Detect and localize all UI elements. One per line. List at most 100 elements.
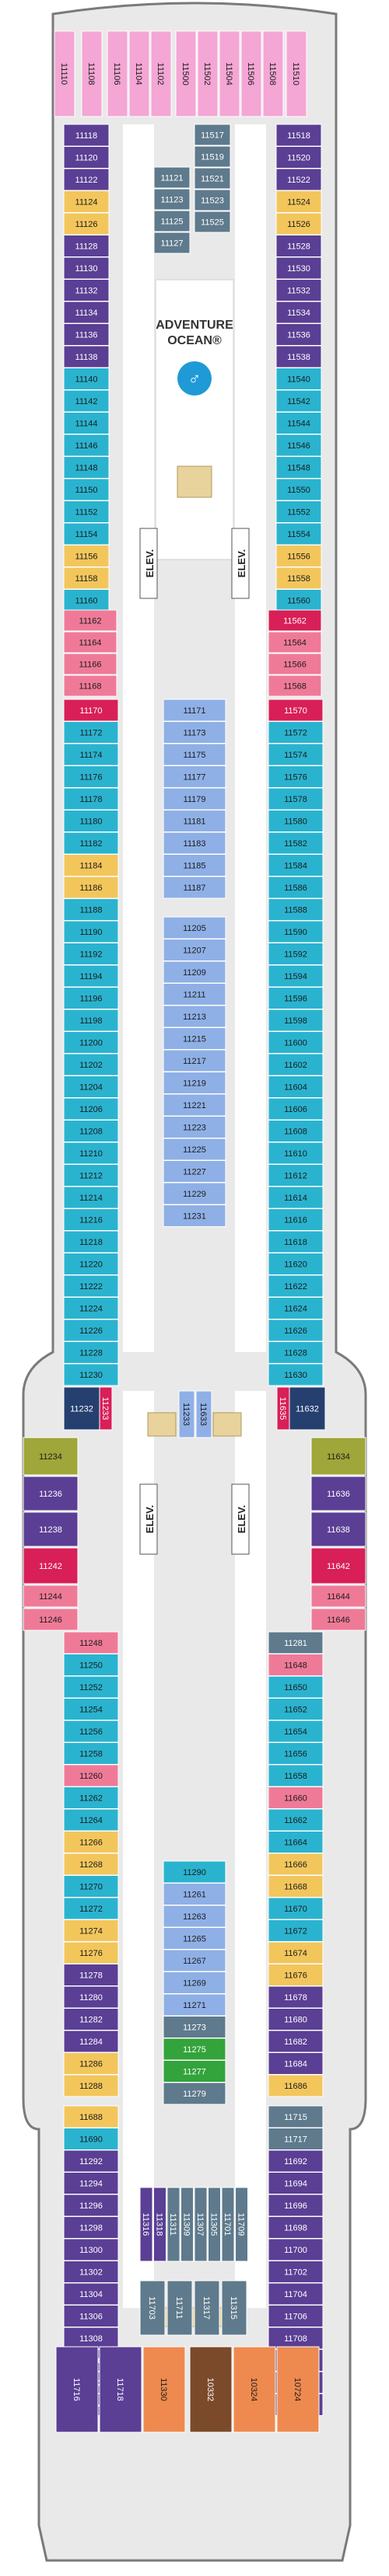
cabin-11269[interactable]: 11269 xyxy=(163,1971,226,1994)
cabin-11234[interactable]: 11234 xyxy=(23,1437,79,1476)
cabin-11690[interactable]: 11690 xyxy=(63,2128,119,2150)
cabin-11110[interactable]: 11110 xyxy=(54,30,75,117)
cabin-11230[interactable]: 11230 xyxy=(63,1363,119,1386)
cabin-11212[interactable]: 11212 xyxy=(63,1164,119,1187)
cabin-11171[interactable]: 11171 xyxy=(163,699,226,722)
cabin-11517[interactable]: 11517 xyxy=(194,124,231,146)
cabin-11634[interactable]: 11634 xyxy=(310,1437,366,1476)
cabin-11182[interactable]: 11182 xyxy=(63,831,119,855)
cabin-11231[interactable]: 11231 xyxy=(163,1204,226,1227)
cabin-11305[interactable]: 11305 xyxy=(208,2187,221,2262)
cabin-11250[interactable]: 11250 xyxy=(63,1654,119,1676)
cabin-11242[interactable]: 11242 xyxy=(23,1547,79,1584)
cabin-11584[interactable]: 11584 xyxy=(268,854,324,877)
cabin-11316[interactable]: 11316 xyxy=(139,2187,153,2262)
cabin-11548[interactable]: 11548 xyxy=(275,456,322,479)
cabin-11140[interactable]: 11140 xyxy=(63,368,110,390)
cabin-11696[interactable]: 11696 xyxy=(268,2194,324,2217)
cabin-11123[interactable]: 11123 xyxy=(153,188,191,211)
cabin-11622[interactable]: 11622 xyxy=(268,1274,324,1298)
cabin-11183[interactable]: 11183 xyxy=(163,831,226,855)
cabin-11184[interactable]: 11184 xyxy=(63,854,119,877)
cabin-11216[interactable]: 11216 xyxy=(63,1208,119,1231)
cabin-11684[interactable]: 11684 xyxy=(268,2052,324,2075)
cabin-11266[interactable]: 11266 xyxy=(63,1831,119,1853)
cabin-11698[interactable]: 11698 xyxy=(268,2216,324,2239)
cabin-11648[interactable]: 11648 xyxy=(268,1654,324,1676)
cabin-11294[interactable]: 11294 xyxy=(63,2172,119,2194)
cabin-11130[interactable]: 11130 xyxy=(63,256,110,280)
cabin-11204[interactable]: 11204 xyxy=(63,1075,119,1098)
cabin-11635[interactable]: 11635 xyxy=(276,1386,290,1431)
cabin-11686[interactable]: 11686 xyxy=(268,2074,324,2097)
cabin-11716[interactable]: 11716 xyxy=(55,2346,99,2433)
cabin-11232[interactable]: 11232 xyxy=(63,1386,100,1431)
cabin-11658[interactable]: 11658 xyxy=(268,1764,324,1787)
cabin-11138[interactable]: 11138 xyxy=(63,345,110,368)
cabin-11604[interactable]: 11604 xyxy=(268,1075,324,1098)
cabin-11106[interactable]: 11106 xyxy=(107,30,128,117)
cabin-11518[interactable]: 11518 xyxy=(275,124,322,147)
cabin-11196[interactable]: 11196 xyxy=(63,987,119,1009)
cabin-11558[interactable]: 11558 xyxy=(275,566,322,590)
cabin-11298[interactable]: 11298 xyxy=(63,2216,119,2239)
cabin-11308[interactable]: 11308 xyxy=(63,2327,119,2350)
cabin-11274[interactable]: 11274 xyxy=(63,1919,119,1942)
cabin-11307[interactable]: 11307 xyxy=(194,2187,208,2262)
cabin-11633[interactable]: 11633 xyxy=(195,1390,212,1438)
cabin-11172[interactable]: 11172 xyxy=(63,721,119,744)
cabin-11578[interactable]: 11578 xyxy=(268,787,324,810)
cabin-11642[interactable]: 11642 xyxy=(310,1547,366,1584)
cabin-11181[interactable]: 11181 xyxy=(163,810,226,832)
cabin-11656[interactable]: 11656 xyxy=(268,1742,324,1765)
cabin-11608[interactable]: 11608 xyxy=(268,1120,324,1142)
cabin-11668[interactable]: 11668 xyxy=(268,1875,324,1898)
cabin-11666[interactable]: 11666 xyxy=(268,1853,324,1876)
cabin-11211[interactable]: 11211 xyxy=(163,983,226,1006)
cabin-11264[interactable]: 11264 xyxy=(63,1808,119,1832)
cabin-11288[interactable]: 11288 xyxy=(63,2074,119,2097)
cabin-11248[interactable]: 11248 xyxy=(63,1631,119,1654)
cabin-11672[interactable]: 11672 xyxy=(268,1919,324,1942)
cabin-11238[interactable]: 11238 xyxy=(23,1511,79,1547)
cabin-11508[interactable]: 11508 xyxy=(262,30,284,117)
cabin-11510[interactable]: 11510 xyxy=(286,30,307,117)
cabin-11542[interactable]: 11542 xyxy=(275,389,322,413)
cabin-11554[interactable]: 11554 xyxy=(275,522,322,546)
cabin-11704[interactable]: 11704 xyxy=(268,2282,324,2306)
cabin-11187[interactable]: 11187 xyxy=(163,876,226,899)
cabin-11164[interactable]: 11164 xyxy=(63,631,117,654)
cabin-11506[interactable]: 11506 xyxy=(240,30,262,117)
cabin-11526[interactable]: 11526 xyxy=(275,212,322,235)
cabin-11628[interactable]: 11628 xyxy=(268,1341,324,1364)
cabin-11630[interactable]: 11630 xyxy=(268,1363,324,1386)
cabin-11520[interactable]: 11520 xyxy=(275,146,322,169)
cabin-11300[interactable]: 11300 xyxy=(63,2238,119,2261)
cabin-11717[interactable]: 11717 xyxy=(268,2128,324,2150)
cabin-11174[interactable]: 11174 xyxy=(63,743,119,766)
cabin-11218[interactable]: 11218 xyxy=(63,1230,119,1253)
cabin-11500[interactable]: 11500 xyxy=(175,30,197,117)
cabin-11122[interactable]: 11122 xyxy=(63,168,110,191)
cabin-11282[interactable]: 11282 xyxy=(63,2008,119,2030)
cabin-11702[interactable]: 11702 xyxy=(268,2261,324,2283)
cabin-11678[interactable]: 11678 xyxy=(268,1985,324,2009)
cabin-11265[interactable]: 11265 xyxy=(163,1927,226,1950)
cabin-11224[interactable]: 11224 xyxy=(63,1297,119,1319)
cabin-11624[interactable]: 11624 xyxy=(268,1297,324,1319)
cabin-11523[interactable]: 11523 xyxy=(194,189,231,211)
cabin-11254[interactable]: 11254 xyxy=(63,1698,119,1720)
cabin-11703[interactable]: 11703 xyxy=(139,2280,166,2336)
cabin-11186[interactable]: 11186 xyxy=(63,876,119,899)
cabin-11273[interactable]: 11273 xyxy=(163,2016,226,2038)
cabin-11534[interactable]: 11534 xyxy=(275,301,322,324)
cabin-11236[interactable]: 11236 xyxy=(23,1476,79,1511)
cabin-11226[interactable]: 11226 xyxy=(63,1319,119,1342)
cabin-11173[interactable]: 11173 xyxy=(163,721,226,744)
cabin-11260[interactable]: 11260 xyxy=(63,1764,119,1787)
cabin-11304[interactable]: 11304 xyxy=(63,2282,119,2306)
cabin-11660[interactable]: 11660 xyxy=(268,1786,324,1809)
cabin-11121[interactable]: 11121 xyxy=(153,166,191,189)
cabin-11217[interactable]: 11217 xyxy=(163,1049,226,1072)
cabin-11574[interactable]: 11574 xyxy=(268,743,324,766)
